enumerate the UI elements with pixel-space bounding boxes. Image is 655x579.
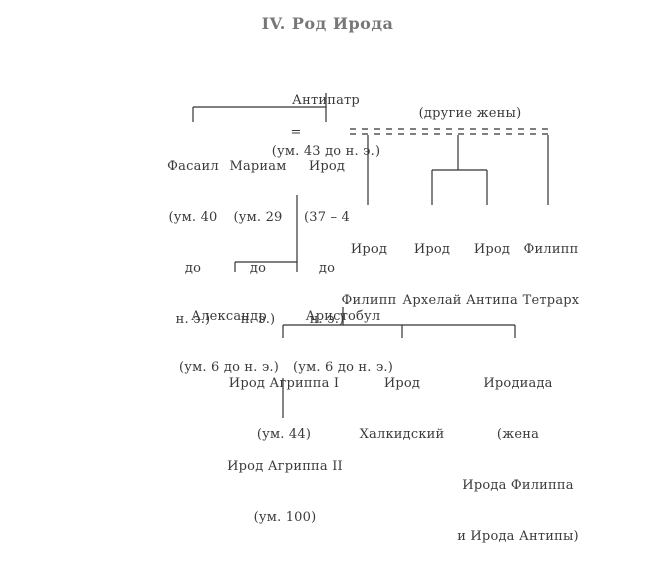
node-herodias-line: и Ирода Антипы) xyxy=(457,529,579,544)
node-herodias: Иродиада (жена Ирода Филиппа и Ирода Ант… xyxy=(457,341,579,579)
node-herod-antipas: Ирод Антипа xyxy=(466,207,518,343)
node-agrippa2-line: Ирод Агриппа II xyxy=(227,459,343,474)
node-herod-archelaus-line: Архелай xyxy=(402,293,462,308)
diagram-title: IV. Род Ирода xyxy=(261,14,394,33)
node-herod-philip: Ирод Филипп xyxy=(342,207,397,343)
node-other-wives: (другие жены) xyxy=(418,106,522,121)
node-mariamne-line: (ум. 29 xyxy=(233,210,283,225)
node-mariamne-line: Мариам xyxy=(229,159,287,174)
node-mariamne-line: н. э.) xyxy=(240,312,276,327)
node-phasael-line: Фасаил xyxy=(167,159,219,174)
node-herod-chalcis: Ирод Халкидский xyxy=(360,341,445,477)
node-antipater: Антипатр (ум. 43 до н. э.) xyxy=(272,58,381,194)
node-herod: Ирод (37 – 4 до н. э.) xyxy=(304,124,350,362)
node-alexander: Александр (ум. 6 до н. э.) xyxy=(179,274,279,410)
node-agrippa1: Ирод Агриппа I (ум. 44) xyxy=(229,341,339,477)
node-agrippa2: Ирод Агриппа II (ум. 100) xyxy=(227,424,343,560)
node-herod-archelaus-line: Ирод xyxy=(413,242,451,257)
node-herod-line: (37 – 4 xyxy=(303,210,351,225)
node-phasael-line: до xyxy=(184,261,202,276)
node-agrippa2-line: (ум. 100) xyxy=(253,510,317,525)
node-philip-tetrarch: Филипп Тетрарх xyxy=(523,207,580,343)
marriage-sign: = xyxy=(290,125,302,140)
node-agrippa1-line: (ум. 44) xyxy=(256,427,312,442)
node-antipater-name: Антипатр xyxy=(292,93,360,108)
node-agrippa1-line: Ирод Агриппа I xyxy=(228,376,340,391)
node-herod-line: до xyxy=(318,261,336,276)
node-phasael-line: н. э.) xyxy=(175,312,211,327)
node-herodias-line: Иродиада xyxy=(483,376,553,391)
node-mariamne: Мариам (ум. 29 до н. э.) xyxy=(229,124,286,362)
node-mariamne-line: до xyxy=(249,261,267,276)
node-herod-philip-line: Филипп xyxy=(341,293,397,308)
node-philip-tetrarch-line: Тетрарх xyxy=(522,293,580,308)
node-herodias-line: (жена xyxy=(496,427,540,442)
node-herodias-line: Ирода Филиппа xyxy=(462,478,574,493)
node-herod-chalcis-line: Ирод xyxy=(383,376,421,391)
node-phasael-line: (ум. 40 xyxy=(168,210,218,225)
node-herod-antipas-line: Антипа xyxy=(466,293,518,308)
node-antipater-note: (ум. 43 до н. э.) xyxy=(271,144,381,159)
node-herod-chalcis-line: Халкидский xyxy=(359,427,445,442)
node-alexander-line: (ум. 6 до н. э.) xyxy=(178,360,280,375)
node-phasael: Фасаил (ум. 40 до н. э.) xyxy=(167,124,219,362)
node-herod-archelaus: Ирод Архелай xyxy=(402,207,461,343)
node-aristobulus-line: (ум. 6 до н. э.) xyxy=(292,360,394,375)
family-tree-diagram: IV. Род Ирода Антипатр (ум. 43 до н. э.)… xyxy=(167,14,580,544)
node-herod-antipas-line: Ирод xyxy=(473,242,511,257)
node-herod-line: Ирод xyxy=(308,159,346,174)
node-aristobulus: Аристобул (ум. 6 до н. э.) xyxy=(293,274,393,410)
node-philip-tetrarch-line: Филипп xyxy=(523,242,579,257)
node-alexander-line: Александр xyxy=(191,309,267,324)
node-herod-line: н. э.) xyxy=(309,312,345,327)
tree-connector-lines xyxy=(192,93,552,418)
node-aristobulus-line: Аристобул xyxy=(305,309,381,324)
node-herod-philip-line: Ирод xyxy=(350,242,388,257)
